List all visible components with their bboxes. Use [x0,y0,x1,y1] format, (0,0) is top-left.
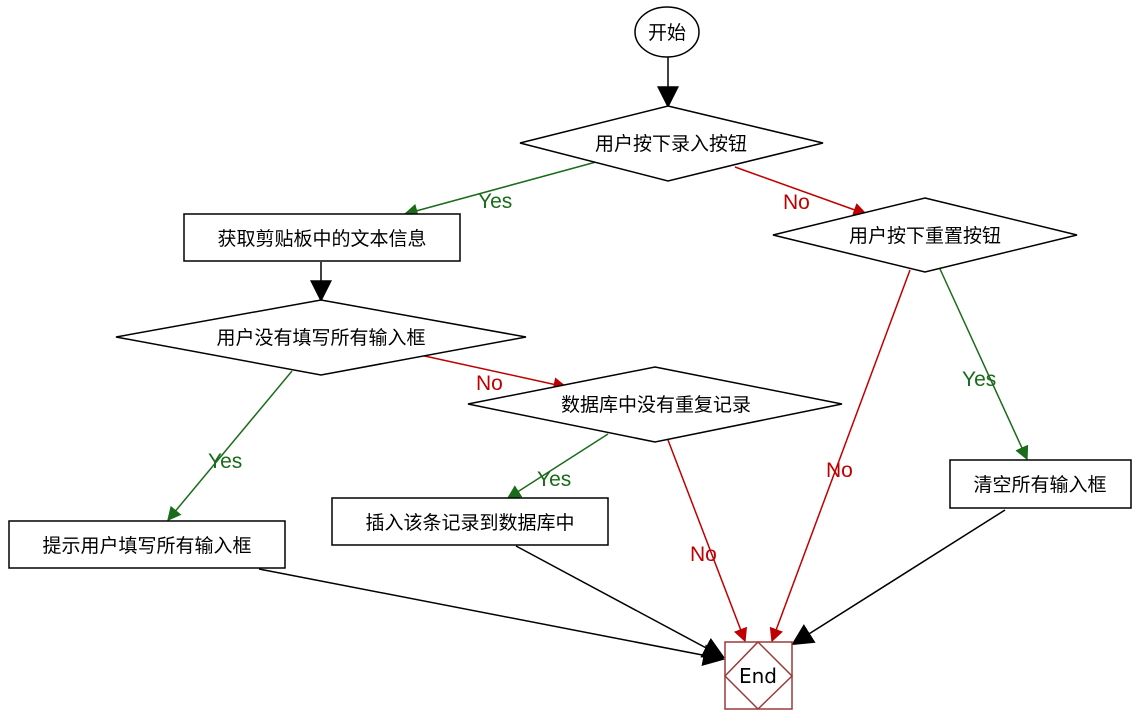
edge-label-d2-no: No [476,372,503,395]
edge-d3-no [667,439,748,643]
end-node: End [723,640,794,711]
decision-reset-button-label: 用户按下重置按钮 [849,225,1001,247]
edge-label-reset-yes: Yes [962,368,996,391]
edge-insert-to-end [515,545,725,659]
edge-prompt-to-end [258,568,726,667]
edge-label-d2-yes: Yes [208,450,242,473]
edge-d2-no [419,354,568,392]
decision-no-duplicate-label: 数据库中没有重复记录 [561,394,751,416]
decision-inputs-empty-label: 用户没有填写所有输入框 [216,327,425,349]
decision-record-button-label: 用户按下录入按钮 [595,133,747,155]
process-prompt-fill: 提示用户填写所有输入框 [8,520,286,569]
process-insert-record-label: 插入该条记录到数据库中 [365,512,574,534]
edge-label-d1-no: No [783,191,810,214]
start-label: 开始 [648,22,686,44]
edge-d1-yes [403,161,597,218]
edge-d1-no [734,166,868,217]
edge-label-d1-yes: Yes [478,190,512,213]
decision-record-button: 用户按下录入按钮 [519,105,824,182]
decision-no-duplicate: 数据库中没有重复记录 [467,366,843,443]
end-label: End [739,664,777,688]
process-clear-inputs: 清空所有输入框 [949,459,1132,509]
process-insert-record: 插入该条记录到数据库中 [331,497,609,546]
process-prompt-fill-label: 提示用户填写所有输入框 [42,535,251,557]
edge-label-d3-no: No [690,543,717,566]
process-get-clipboard: 获取剪贴板中的文本信息 [183,213,461,262]
decision-reset-button: 用户按下重置按钮 [772,197,1078,273]
start-node: 开始 [634,6,700,58]
edge-reset-no [769,269,911,643]
edge-d3-yes [506,433,609,499]
decision-inputs-empty: 用户没有填写所有输入框 [115,299,527,376]
edge-label-d3-yes: Yes [537,468,571,491]
edge-d2-yes [167,370,293,522]
edge-reset-yes [939,268,1029,461]
process-clear-inputs-label: 清空所有输入框 [973,474,1106,496]
edge-label-reset-no: No [826,459,853,482]
process-get-clipboard-label: 获取剪贴板中的文本信息 [217,228,426,250]
edge-clear-to-end [791,509,1006,646]
